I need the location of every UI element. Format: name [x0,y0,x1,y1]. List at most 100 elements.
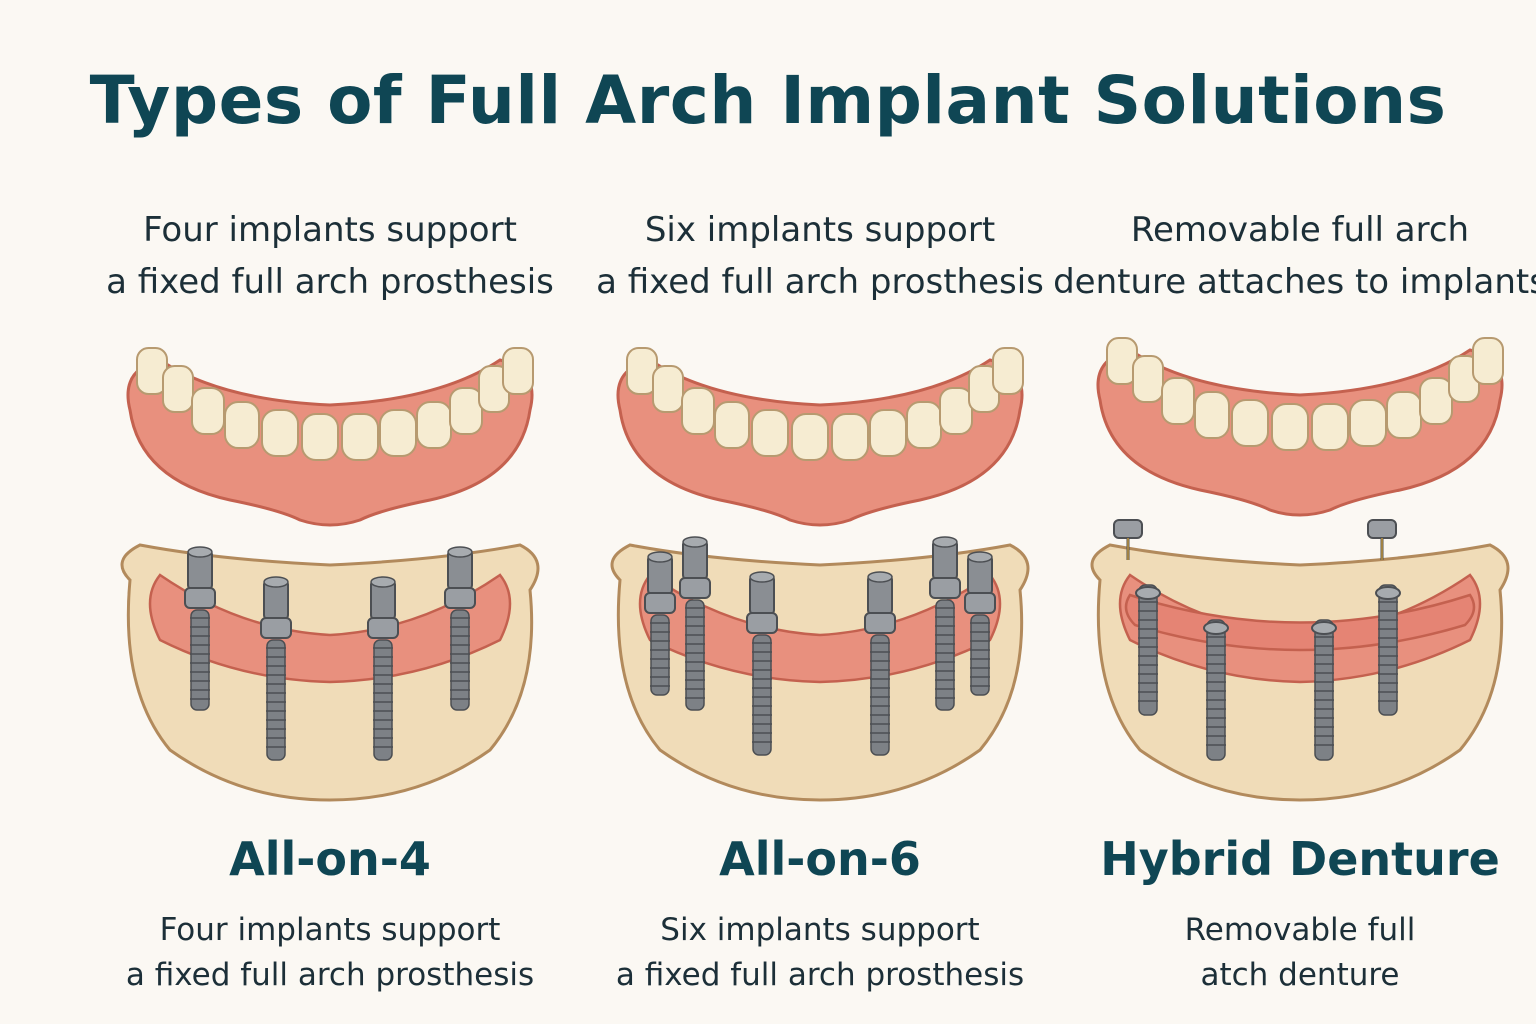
tooth [992,347,1024,395]
page-title: Types of Full Arch Implant Solutions [89,62,1447,139]
abutment-collar [444,587,476,609]
description-line: Six implants support [660,912,980,948]
tooth [1386,391,1422,439]
abutment-top [263,576,289,588]
abutment-collar [679,577,711,599]
solution-name: All-on-6 [719,832,921,886]
abutment-top [447,546,473,558]
description-line: Removable full [1184,912,1416,948]
tooth [416,401,452,449]
upper-denture [1096,337,1504,517]
implant-post [935,599,955,711]
implant-post [970,614,990,696]
abutment-top [967,551,993,563]
abutment-collar [367,617,399,639]
tooth [1311,403,1349,451]
description-line: atch denture [1200,957,1400,993]
abutment-collar [929,577,961,599]
solution-name: All-on-4 [229,832,431,886]
implant-post [450,609,470,711]
implant-head [1375,586,1401,600]
description-line: denture attaches to implants [1053,262,1536,302]
hybrid-denture-illustration [1090,337,1510,802]
tooth [906,401,942,449]
tooth [681,387,715,435]
bottom-description: Four implants support a fixed full arch … [80,908,580,998]
abutment-top [749,571,775,583]
description-line: a fixed full arch prosthesis [615,957,1025,993]
tooth [1271,403,1309,451]
abutment-top [187,546,213,558]
abutment-top [370,576,396,588]
solution-all-on-6: Six implants support a fixed full arch p… [570,0,1070,1024]
tooth [191,387,225,435]
abutment-top [932,536,958,548]
lower-jaw [120,543,540,802]
description-line: a fixed full arch prosthesis [125,957,535,993]
implant-post [190,609,210,711]
attachment-cap [1113,519,1143,539]
implants [184,546,476,761]
implant-head [1311,621,1337,635]
tooth [502,347,534,395]
attachment-cap [1367,519,1397,539]
solution-name: Hybrid Denture [1100,832,1500,886]
abutment-collar [746,612,778,634]
solution-hybrid-denture: Removable full arch denture attaches to … [1050,0,1536,1024]
bottom-description: Removable full atch denture [1050,908,1536,998]
implants [644,536,996,756]
tooth [791,413,829,461]
top-description: Six implants support a fixed full arch p… [570,204,1070,308]
description-line: a fixed full arch prosthesis [596,262,1044,302]
description-line: Four implants support [159,912,501,948]
tooth [1349,399,1387,447]
abutment-collar [184,587,216,609]
tooth [1161,377,1195,425]
implant-post [685,599,705,711]
implants [1113,519,1476,761]
tooth [301,413,339,461]
description-line: a fixed full arch prosthesis [106,262,554,302]
implant-head [1203,621,1229,635]
implant-post [266,639,286,761]
solution-all-on-4: Four implants support a fixed full arch … [80,0,580,1024]
abutment-top [867,571,893,583]
tooth [1419,377,1453,425]
tooth [162,365,194,413]
implant-post [1138,584,1158,716]
abutment-collar [864,612,896,634]
tooth [341,413,379,461]
tooth [1132,355,1164,403]
upper-denture [126,347,534,527]
tooth [751,409,789,457]
abutment-collar [260,617,292,639]
implant-post [752,634,772,756]
tooth [1194,391,1230,439]
implant-post [1206,619,1226,761]
tooth [224,401,260,449]
implant-post [870,634,890,756]
tooth [1472,337,1504,385]
jaw-gum [638,573,1002,684]
all-on-6-illustration [610,347,1030,802]
lower-jaw [610,543,1030,802]
tooth [869,409,907,457]
abutment-collar [644,592,676,614]
tooth [714,401,750,449]
jaw-gum [148,573,512,684]
tooth [449,387,483,435]
description-line: Removable full arch [1130,210,1470,250]
abutment-top [682,536,708,548]
implant-post [650,614,670,696]
top-description: Four implants support a fixed full arch … [80,204,580,308]
implant-post [1314,619,1334,761]
upper-denture [616,347,1024,527]
description-line: Four implants support [143,210,517,250]
implant-post [373,639,393,761]
description-line: Six implants support [644,210,996,250]
top-description: Removable full arch denture attaches to … [1050,204,1536,308]
tooth [652,365,684,413]
tooth [261,409,299,457]
implant-head [1135,586,1161,600]
abutment-collar [964,592,996,614]
